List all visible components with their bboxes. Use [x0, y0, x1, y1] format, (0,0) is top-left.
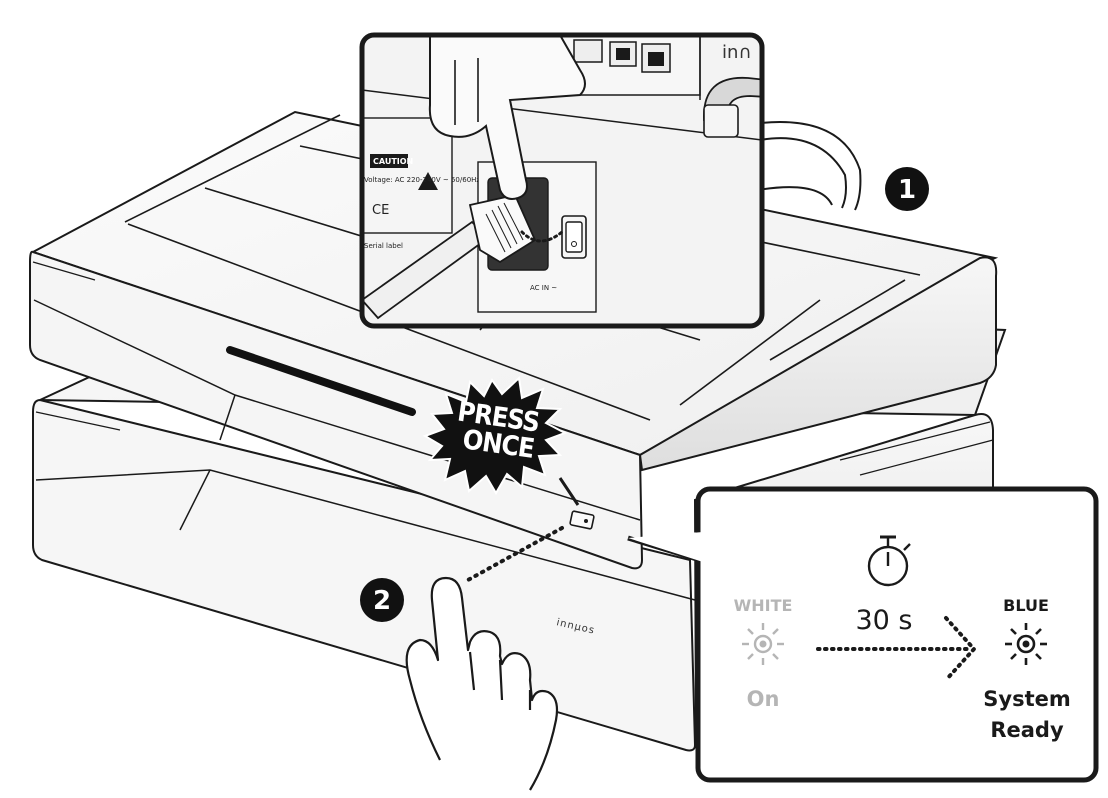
serial-text: Serial label — [364, 242, 403, 250]
ready-label: Ready — [990, 718, 1064, 742]
svg-text:2: 2 — [373, 586, 391, 616]
hand-pressing-icon — [405, 576, 559, 791]
white-led-icon — [742, 623, 784, 665]
on-label: On — [747, 687, 780, 711]
system-label: System — [983, 687, 1070, 711]
press-once-burst: PRESS ONCE — [422, 375, 580, 506]
status-callout: WHITE On 30 s BLUE — [627, 486, 1099, 783]
power-button[interactable] — [569, 510, 595, 530]
ce-mark: CE — [372, 203, 389, 218]
finger-icon — [428, 35, 586, 200]
button-pointer-line — [466, 526, 564, 582]
voltage-text: Voltage: AC 220-240V ~ 50/60Hz — [364, 176, 480, 184]
power-switch[interactable] — [565, 221, 583, 253]
svg-text:1: 1 — [898, 175, 916, 205]
duration-label: 30 s — [855, 605, 912, 636]
blue-label: BLUE — [1003, 596, 1049, 615]
white-label: WHITE — [734, 596, 793, 615]
caution-label — [370, 154, 408, 168]
disc-slot — [226, 346, 416, 416]
rear-panel-inset: in∩ CAUTION Voltage: AC 220-240V ~ 50/60… — [359, 32, 765, 329]
step-1-badge: 1 — [885, 167, 929, 211]
power-cable — [744, 121, 862, 211]
caution-text: CAUTION — [373, 157, 413, 166]
rear-brand-logo: in∩ — [722, 42, 752, 63]
blue-led-icon — [1005, 623, 1047, 665]
ac-in-text: AC IN ~ — [530, 284, 557, 292]
stopwatch-icon — [867, 535, 911, 587]
step-2-badge: 2 — [360, 578, 404, 622]
